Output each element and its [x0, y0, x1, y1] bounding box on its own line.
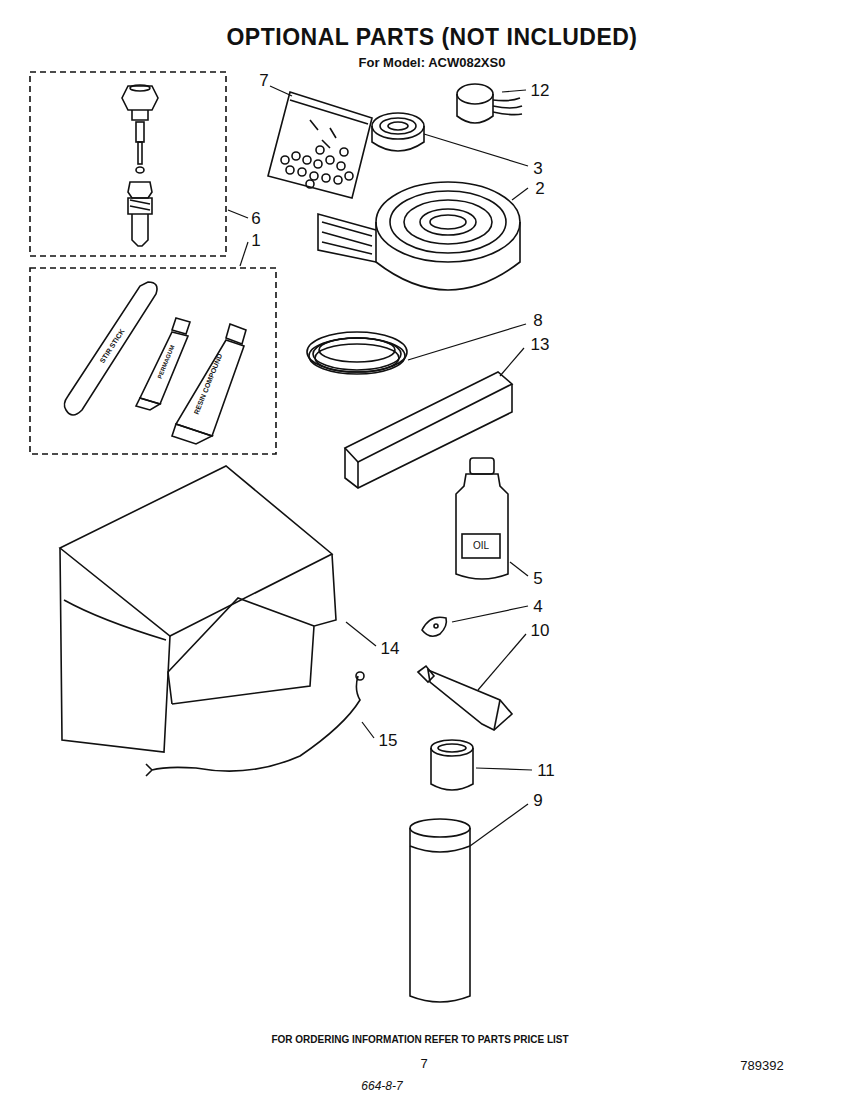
drawing-number: 789392	[740, 1059, 783, 1072]
sealant-can	[431, 740, 473, 790]
callout-number: 10	[531, 622, 550, 639]
callout-number: 6	[251, 210, 260, 227]
leader-lines	[228, 86, 532, 846]
callout-number: 8	[533, 312, 542, 329]
callout-number: 13	[531, 336, 550, 353]
model-number: For Model: ACW082XS0	[359, 56, 506, 69]
group-box	[30, 72, 226, 256]
page-title: OPTIONAL PARTS (NOT INCLUDED)	[0, 24, 864, 51]
tube-label: RESIN COMPOUND	[193, 353, 224, 416]
aerosol-can	[410, 819, 470, 1002]
page-number: 7	[420, 1057, 427, 1070]
callout-number: 2	[535, 180, 544, 197]
foam-block	[345, 372, 512, 488]
stick-label: STIR STICK	[98, 328, 125, 364]
bottle-label: OIL	[473, 541, 489, 551]
callout-number: 11	[537, 762, 555, 779]
unit-cover	[60, 466, 336, 752]
callout-number: 9	[533, 792, 542, 809]
callout-number: 1	[251, 232, 260, 249]
group-box	[30, 268, 276, 454]
foam-tape-roll	[318, 182, 520, 290]
callout-number: 12	[531, 82, 550, 99]
callout-number: 7	[259, 72, 268, 89]
repair-kit	[64, 282, 246, 444]
tube	[418, 666, 512, 730]
tape-roll	[372, 113, 424, 151]
callout-number: 14	[381, 640, 400, 657]
handwritten-code: 664-8-7	[361, 1080, 402, 1092]
o-ring-bag	[268, 92, 372, 198]
wire-coil	[307, 332, 407, 374]
oil-bottle	[456, 458, 508, 579]
cord	[146, 672, 364, 776]
callout-number: 3	[533, 160, 542, 177]
footer-note: FOR ORDERING INFORMATION REFER TO PARTS …	[271, 1035, 568, 1045]
plug	[422, 617, 446, 636]
callout-number: 5	[533, 570, 542, 587]
callout-number: 4	[533, 598, 542, 615]
valve-kit	[122, 85, 158, 246]
callout-number: 15	[379, 732, 398, 749]
tape-roll	[457, 84, 522, 123]
